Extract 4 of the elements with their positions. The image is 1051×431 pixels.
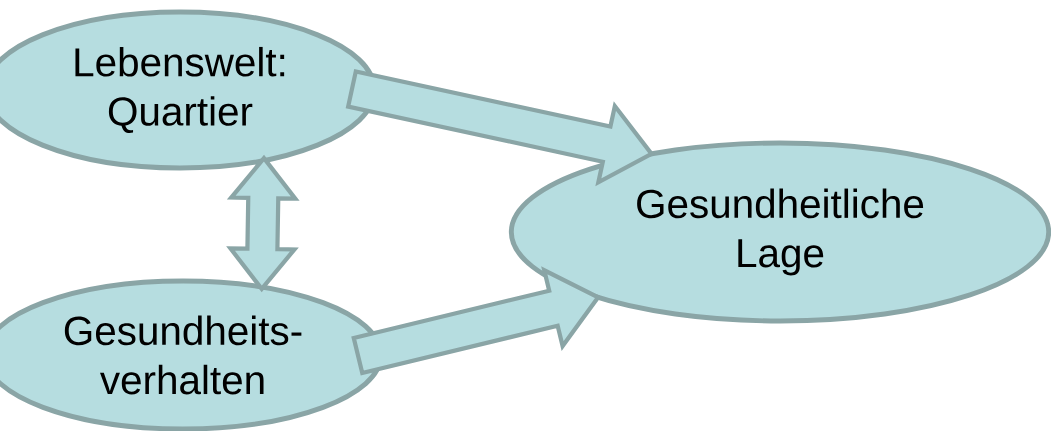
block-arrow (351, 266, 602, 376)
ellipse-node: Gesundheitliche Lage (508, 140, 1051, 324)
ellipse-node: Gesundheits- verhalten (0, 278, 384, 431)
block-arrow (226, 154, 300, 293)
